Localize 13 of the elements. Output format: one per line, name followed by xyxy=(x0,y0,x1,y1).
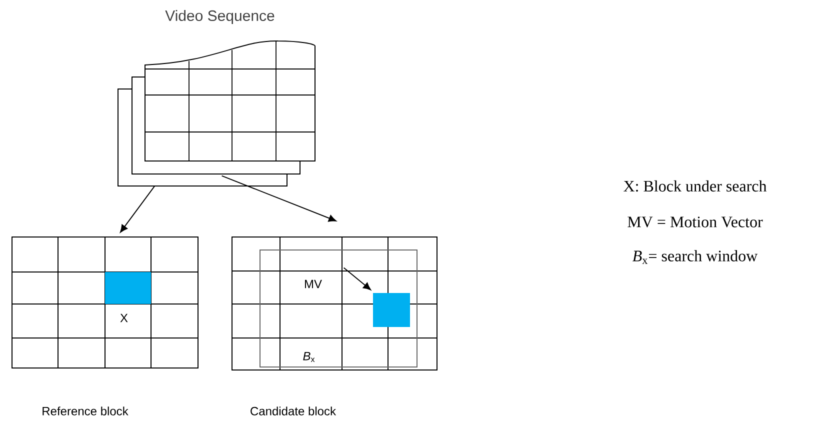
arrow xyxy=(221,175,336,222)
block-label: X xyxy=(120,314,128,322)
legend-note: B$_{x}$= search window xyxy=(632,250,758,264)
window-label: B$_{x}$ xyxy=(303,352,315,362)
arrow xyxy=(120,185,156,233)
block xyxy=(373,293,410,327)
legend-note: X: Block under search xyxy=(624,180,767,192)
arrow xyxy=(343,267,371,290)
edge-label: MV xyxy=(303,278,323,290)
heading: Video Sequence xyxy=(165,10,274,24)
grid-caption: Reference block xyxy=(42,406,128,416)
grid-caption: Candidate block xyxy=(250,406,336,416)
legend-note: MV = Motion Vector xyxy=(628,216,763,228)
